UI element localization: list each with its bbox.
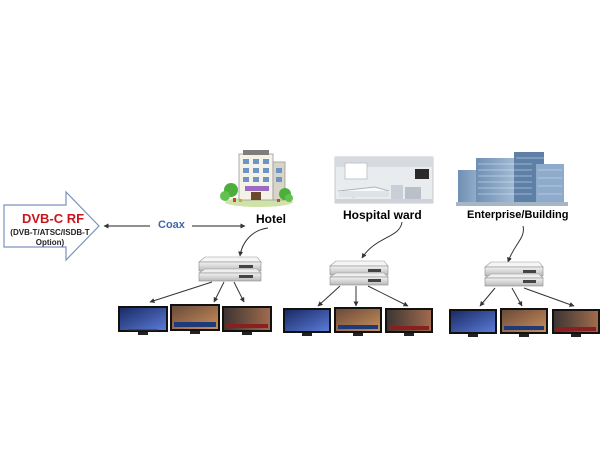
set-top-box-hotel (198, 256, 262, 282)
dvb-c-rf-label: DVB-C RF (21, 211, 85, 226)
coax-label: Coax (158, 219, 185, 231)
hospital-ward-photo (334, 156, 434, 204)
dvb-c-rf-options-label: (DVB-T/ATSC/ISDB-T Option) (10, 228, 90, 247)
venue-label-hospital-ward: Hospital ward (343, 208, 422, 222)
tv-enterprise-3 (552, 309, 600, 337)
venue-label-hotel: Hotel (256, 212, 286, 226)
venue-to-stb-arrows (238, 221, 524, 263)
set-top-box-enterprise (484, 261, 544, 287)
tv-hotel-3 (222, 306, 272, 335)
tv-hotel-2 (170, 304, 220, 334)
hotel-icon (220, 150, 293, 207)
venue-label-enterprise-building: Enterprise/Building (467, 209, 569, 221)
enterprise-building-icon (456, 152, 568, 206)
tv-enterprise-2 (500, 308, 548, 337)
tv-enterprise-1 (449, 309, 497, 337)
tv-hospital-1 (283, 308, 331, 336)
tv-hotel-1 (118, 306, 168, 335)
tv-hospital-2 (334, 307, 382, 336)
tv-hospital-3 (385, 308, 433, 336)
set-top-box-hospital (329, 260, 389, 286)
dvb-c-source-arrow (3, 190, 100, 262)
stb-to-tv-arrows (149, 281, 575, 307)
